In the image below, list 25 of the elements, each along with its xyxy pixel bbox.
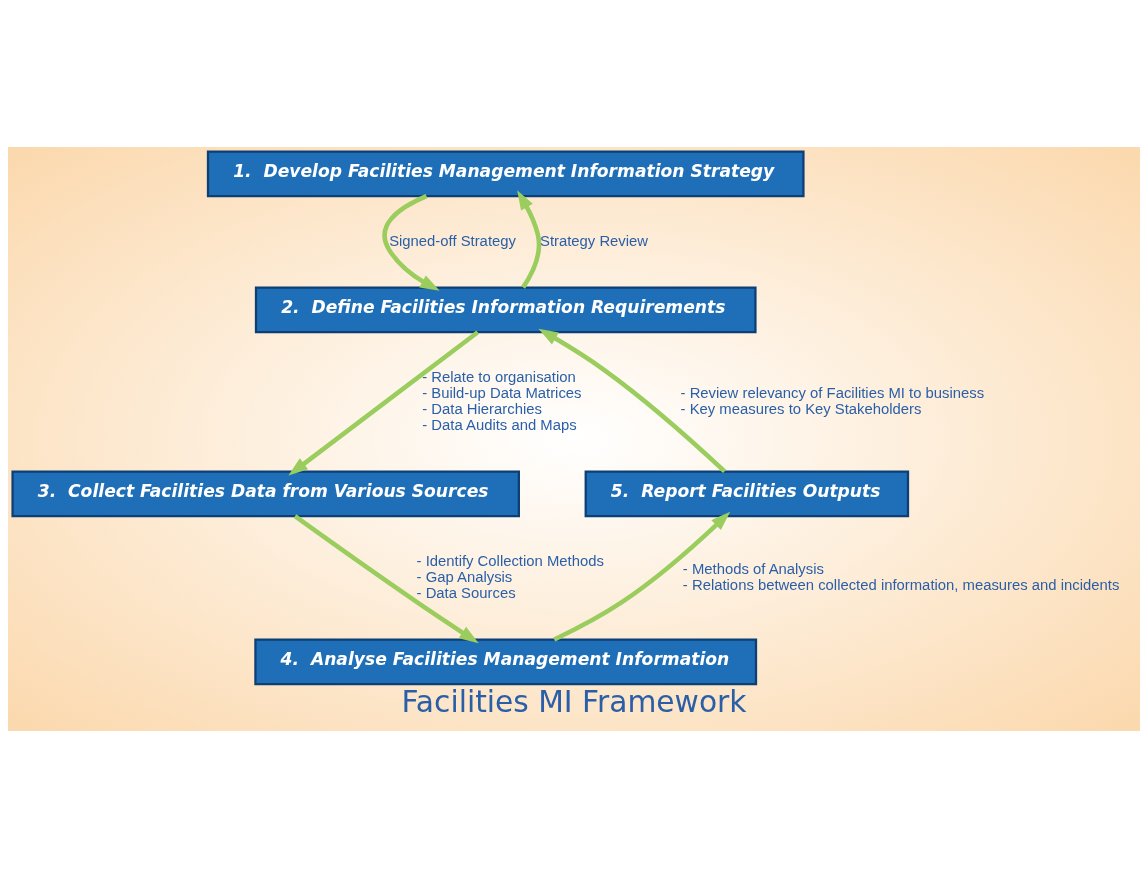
node-box: 3. Collect Facilities Data from Various Sources — [11, 469, 520, 517]
edge-label: - Data Audits and Maps — [422, 416, 577, 433]
edge-label: - Key measures to Key Stakeholders — [680, 400, 922, 417]
node-box: 1. Develop Facilities Management Information Strategy — [206, 149, 805, 197]
arrow — [517, 189, 542, 289]
edge-label: Signed-off Strategy — [389, 232, 516, 249]
arrow — [293, 513, 479, 643]
edge-label: - Methods of Analysis — [682, 560, 824, 577]
node-box: 4. Analyse Facilities Management Information — [254, 637, 758, 685]
edge-label: - Data Hierarchies — [422, 400, 542, 417]
edge-label: - Identify Collection Methods — [416, 552, 604, 569]
arrow — [538, 328, 727, 473]
node-box: 2. Define Facilities Information Requirements — [254, 285, 757, 333]
node-box: 5. Report Facilities Outputs — [584, 469, 910, 517]
arrow — [382, 193, 440, 291]
edge-label: - Relate to organisation — [422, 368, 576, 385]
edge-label: - Build-up Data Matrices — [422, 384, 582, 401]
edge-label: Strategy Review — [540, 232, 649, 249]
edge-label: - Gap Analysis — [416, 568, 513, 585]
edge-label: - Data Sources — [416, 584, 516, 601]
edge-label: - Review relevancy of Facilities MI to business — [680, 384, 985, 401]
diagram-title: Facilities MI Framework — [401, 683, 747, 719]
arrow — [553, 511, 731, 641]
arrow — [288, 329, 480, 476]
edge-label: - Relations between collected information, measures and incidents — [682, 576, 1120, 593]
